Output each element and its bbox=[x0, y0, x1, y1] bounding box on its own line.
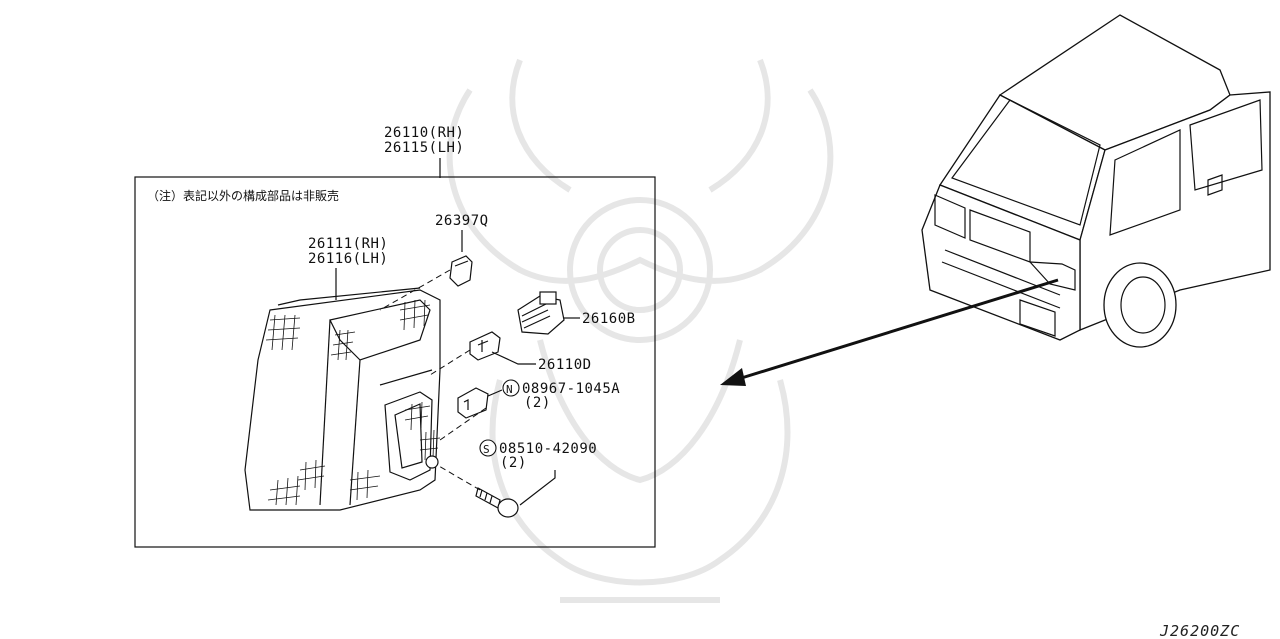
detail-pointer-arrow bbox=[720, 278, 1059, 386]
label-nut-qty: (2) bbox=[524, 395, 551, 411]
clip-guide-line bbox=[379, 269, 451, 311]
label-lens-lh: 26116(LH) bbox=[308, 251, 388, 267]
screw-marker-circle bbox=[479, 439, 497, 457]
nut-part bbox=[457, 387, 489, 419]
nut-leader bbox=[487, 389, 503, 397]
assembly-frame bbox=[134, 176, 656, 548]
screw-marker: S bbox=[483, 443, 490, 456]
label-bulb: 26110D bbox=[538, 357, 592, 373]
label-socket: 26160B bbox=[582, 311, 636, 327]
van-illustration bbox=[921, 14, 1271, 348]
nut-marker-circle bbox=[502, 379, 520, 397]
lens-housing bbox=[244, 287, 441, 511]
bulb-leader bbox=[491, 351, 536, 365]
label-screw-part: 08510-42090 bbox=[499, 441, 597, 457]
bulb-guide-line bbox=[429, 349, 471, 376]
label-clip: 26397Q bbox=[435, 213, 489, 229]
nut-marker: N bbox=[506, 383, 513, 396]
sale-note: （注）表記以外の構成部品は非販売 bbox=[147, 188, 339, 203]
figure-code: J26200ZC bbox=[1159, 622, 1240, 639]
assembly-number-lh: 26115(LH) bbox=[384, 140, 464, 156]
socket-part bbox=[517, 291, 565, 335]
watermark-emblem bbox=[446, 58, 834, 603]
screw-leader bbox=[519, 470, 556, 506]
clip-part bbox=[449, 255, 473, 287]
label-screw-qty: (2) bbox=[500, 455, 527, 471]
screw-hole bbox=[425, 455, 439, 469]
screw-guide-line bbox=[431, 461, 481, 491]
label-lens-rh: 26111(RH) bbox=[308, 236, 388, 252]
label-nut-part: 08967-1045A bbox=[522, 381, 620, 397]
bulb-part bbox=[469, 331, 501, 361]
screw-part bbox=[475, 487, 519, 518]
assembly-number-rh: 26110(RH) bbox=[384, 125, 464, 141]
